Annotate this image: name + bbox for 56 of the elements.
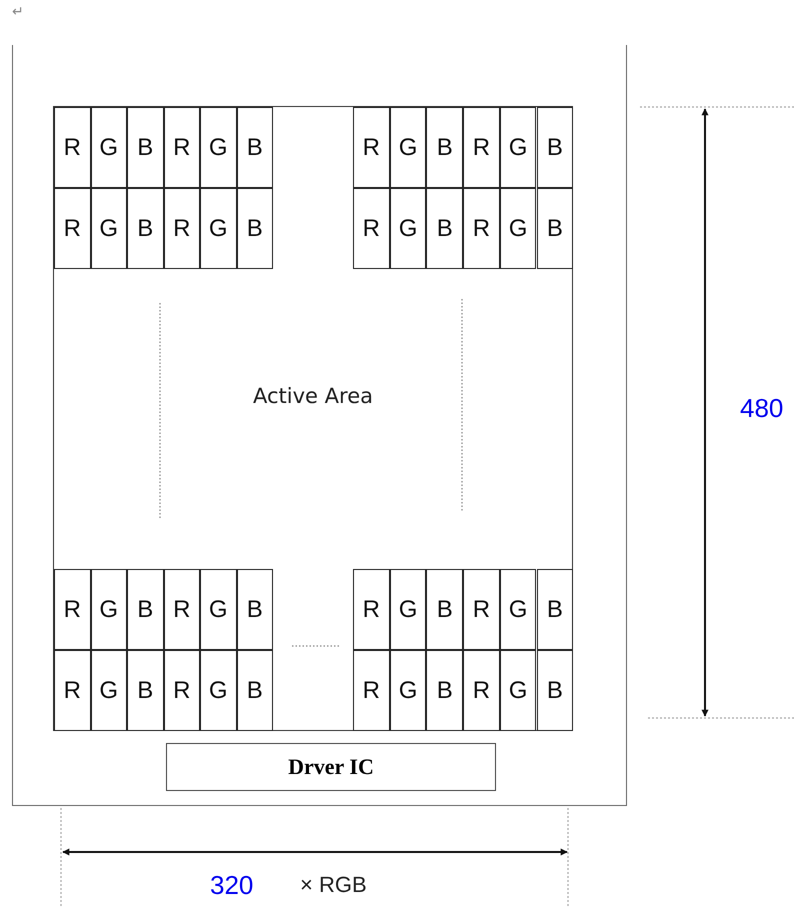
subpixel-cell: G [200,650,236,731]
subpixel-cell: R [164,650,200,731]
subpixel-cell: G [90,188,127,269]
subpixel-cell: R [353,107,390,188]
subpixel-cell: B [127,569,164,650]
subpixel-cell: B [426,569,464,650]
subpixel-cell: R [353,650,390,731]
subpixel-cell: B [127,188,164,269]
subpixel-cell: G [500,188,536,269]
subpixel-cell: G [500,569,536,650]
subpixel-cell: B [426,188,464,269]
subpixel-cell: B [536,107,574,188]
subpixel-cell: R [353,188,390,269]
subpixel-cell: B [536,650,574,731]
subpixel-cell: R [54,650,90,731]
subpixel-cell: B [426,650,464,731]
subpixel-cell: G [500,650,536,731]
subpixel-cell: G [390,569,426,650]
subpixel-cell: R [463,107,500,188]
subpixel-cell: R [463,188,500,269]
dimension-value: 480 [740,393,784,424]
driver-ic-box: Drver IC [166,743,496,791]
subpixel-cell: B [236,569,273,650]
subpixel-cell: B [426,107,464,188]
dimension-unit: × RGB [300,872,367,898]
subpixel-cell: R [164,188,200,269]
subpixel-cell: G [200,188,236,269]
subpixel-cell: G [390,188,426,269]
dimension-value: 320 [210,870,254,901]
subpixel-cell: R [463,569,500,650]
subpixel-cell: R [164,569,200,650]
subpixel-cell: B [127,107,164,188]
subpixel-cell: R [54,569,90,650]
subpixel-cell: B [536,188,574,269]
subpixel-cell: G [390,107,426,188]
subpixel-cell: B [536,569,574,650]
panel-outline [12,45,627,806]
subpixel-cell: G [200,107,236,188]
subpixel-cell: R [164,107,200,188]
subpixel-cell: R [54,107,90,188]
subpixel-cell: B [236,188,273,269]
subpixel-cell: G [90,569,127,650]
subpixel-cell: B [127,650,164,731]
subpixel-cell: R [463,650,500,731]
subpixel-cell: B [236,650,273,731]
subpixel-cell: R [54,188,90,269]
area-label: Active Area [252,384,374,408]
subpixel-cell: G [390,650,426,731]
subpixel-cell: G [90,107,127,188]
subpixel-cell: G [200,569,236,650]
subpixel-cell: G [500,107,536,188]
active-area-frame [53,106,573,731]
subpixel-cell: G [90,650,127,731]
subpixel-cell: B [236,107,273,188]
subpixel-cell: R [353,569,390,650]
return-mark: ↵ [12,3,24,19]
